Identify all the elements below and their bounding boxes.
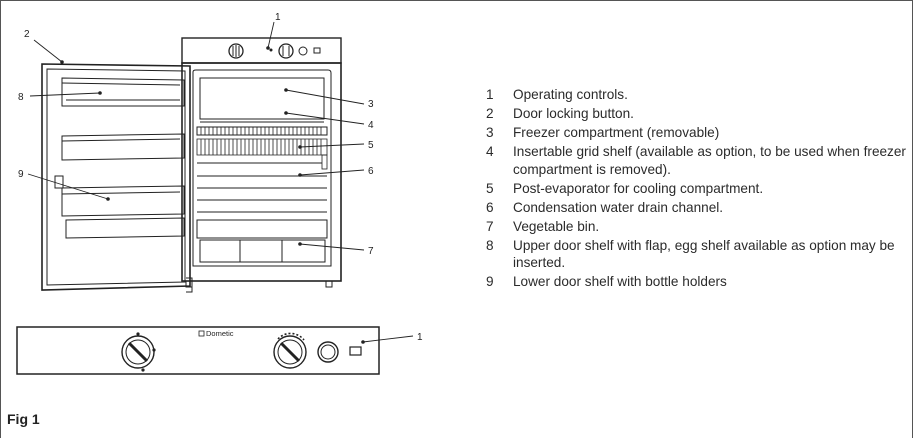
callout-6: 6 (368, 166, 374, 177)
legend-number: 1 (486, 87, 494, 102)
legend-item: 5 Post-evaporator for cooling compartment… (485, 180, 910, 198)
switch-indicator (349, 346, 362, 356)
leader-dots (60, 46, 365, 344)
legend-item: 9 Lower door shelf with bottle holders (485, 273, 910, 291)
legend-item: 4 Insertable grid shelf (available as opt… (485, 143, 910, 178)
legend-text: Post-evaporator for cooling compartment. (513, 180, 764, 196)
legend-number: 3 (486, 125, 494, 140)
legend-item: 3 Freezer compartment (removable) (485, 124, 910, 142)
brand-name: Dometic (206, 329, 234, 338)
legend-number: 4 (486, 144, 494, 159)
vegetable-bin (196, 219, 328, 263)
callout-8: 8 (18, 92, 24, 103)
callout-1-top: 1 (275, 12, 281, 23)
callout-3: 3 (368, 99, 374, 110)
refrigerator-cabinet (181, 37, 342, 288)
callout-7: 7 (368, 246, 374, 257)
legend-text: Condensation water drain channel. (513, 199, 724, 215)
legend-item: 2 Door locking button. (485, 105, 910, 123)
callout-9: 9 (18, 169, 24, 180)
grid-shelf-bars (200, 127, 322, 135)
legend-number: 2 (486, 106, 494, 121)
legend-item: 6 Condensation water drain channel. (485, 199, 910, 217)
legend-item: 1 Operating controls. (485, 86, 910, 104)
legend-number: 9 (486, 274, 494, 289)
legend-text: Door locking button. (513, 106, 634, 121)
drain-channel-shelf (197, 162, 327, 213)
legend-list: 1 Operating controls. 2 Door locking butto… (485, 86, 910, 292)
legend-text: Freezer compartment (removable) (513, 125, 720, 140)
legend-item: 7 Vegetable bin. (485, 218, 910, 236)
callout-2: 2 (24, 29, 30, 40)
legend-number: 7 (486, 218, 494, 234)
callout-4: 4 (368, 120, 374, 131)
legend-number: 8 (486, 237, 494, 253)
callout-1-panel: 1 (417, 332, 423, 343)
legend-text: Lower door shelf with bottle holders (513, 274, 727, 289)
figure-label: Fig 1 (7, 411, 40, 427)
callout-5: 5 (368, 140, 374, 151)
post-evaporator (196, 138, 328, 170)
legend-number: 5 (486, 180, 494, 196)
legend-text: Insertable grid shelf (available as opti… (513, 144, 906, 177)
legend-text: Vegetable bin. (513, 218, 600, 234)
grid-shelf (196, 126, 328, 136)
control-panel-detail (16, 326, 380, 375)
lower-door-shelf (61, 185, 185, 239)
right-control-knob (273, 332, 307, 369)
legend-text: Operating controls. (513, 87, 628, 102)
refrigerator-door (41, 63, 193, 293)
brand-logo (198, 330, 205, 337)
legend-item: 8 Upper door shelf with flap, egg shelf a… (485, 237, 910, 272)
leader-lines (27, 21, 414, 343)
upper-door-shelf (61, 77, 185, 107)
freezer-compartment (199, 77, 325, 123)
legend-text: Upper door shelf with flap, egg shelf av… (513, 237, 895, 271)
left-control-knob (121, 332, 156, 372)
callout-numbers: 1 2 8 3 4 5 6 9 7 1 (18, 12, 423, 343)
legend-number: 6 (486, 199, 494, 215)
round-button (317, 341, 339, 363)
